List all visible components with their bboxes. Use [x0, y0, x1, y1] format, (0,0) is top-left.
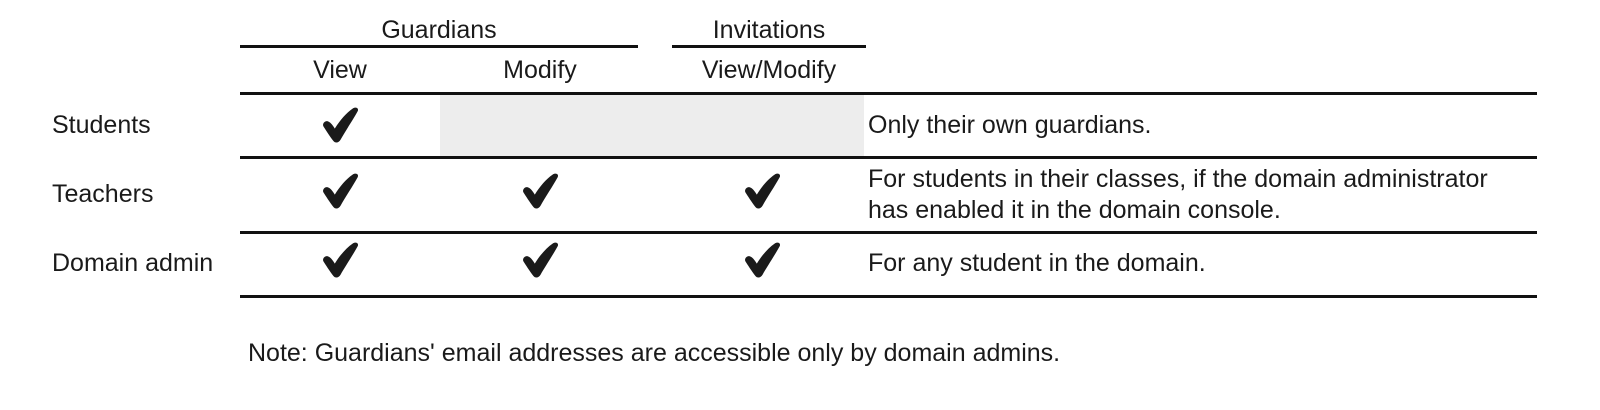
table-note: Note: Guardians' email addresses are acc…: [248, 339, 1061, 367]
check-icon-domain-admin-invitations-view-modify: [732, 241, 792, 281]
row-description-teachers: For students in their classes, if the do…: [868, 165, 1488, 224]
column-header-view-modify: View/Modify: [701, 56, 837, 84]
table-rule-header-bottom: [240, 92, 1537, 95]
check-icon-domain-admin-guardians-modify: [510, 241, 570, 281]
row-description-students: Only their own guardians.: [868, 111, 1152, 139]
column-header-view: View: [313, 56, 367, 84]
row-label-students: Students: [52, 111, 151, 139]
check-icon-students-guardians-view: [310, 106, 370, 146]
column-group-header-guardians: Guardians: [381, 16, 497, 44]
table-rule-after-students: [240, 156, 1537, 159]
check-icon-domain-admin-guardians-view: [310, 241, 370, 281]
column-group-header-invitations: Invitations: [712, 16, 826, 44]
table-rule-after-teachers: [240, 231, 1537, 234]
check-icon-teachers-guardians-modify: [510, 172, 570, 212]
column-header-modify: Modify: [503, 56, 577, 84]
group-rule-invitations: [672, 45, 866, 48]
check-icon-teachers-invitations-view-modify: [732, 172, 792, 212]
row-label-domain-admin: Domain admin: [52, 249, 214, 277]
cell-shaded-students-modify-and-invitations: [440, 95, 864, 157]
row-description-domain-admin: For any student in the domain.: [868, 249, 1206, 277]
group-rule-guardians: [240, 45, 638, 48]
row-label-teachers: Teachers: [52, 180, 154, 208]
check-icon-teachers-guardians-view: [310, 172, 370, 212]
table-rule-bottom: [240, 295, 1537, 298]
